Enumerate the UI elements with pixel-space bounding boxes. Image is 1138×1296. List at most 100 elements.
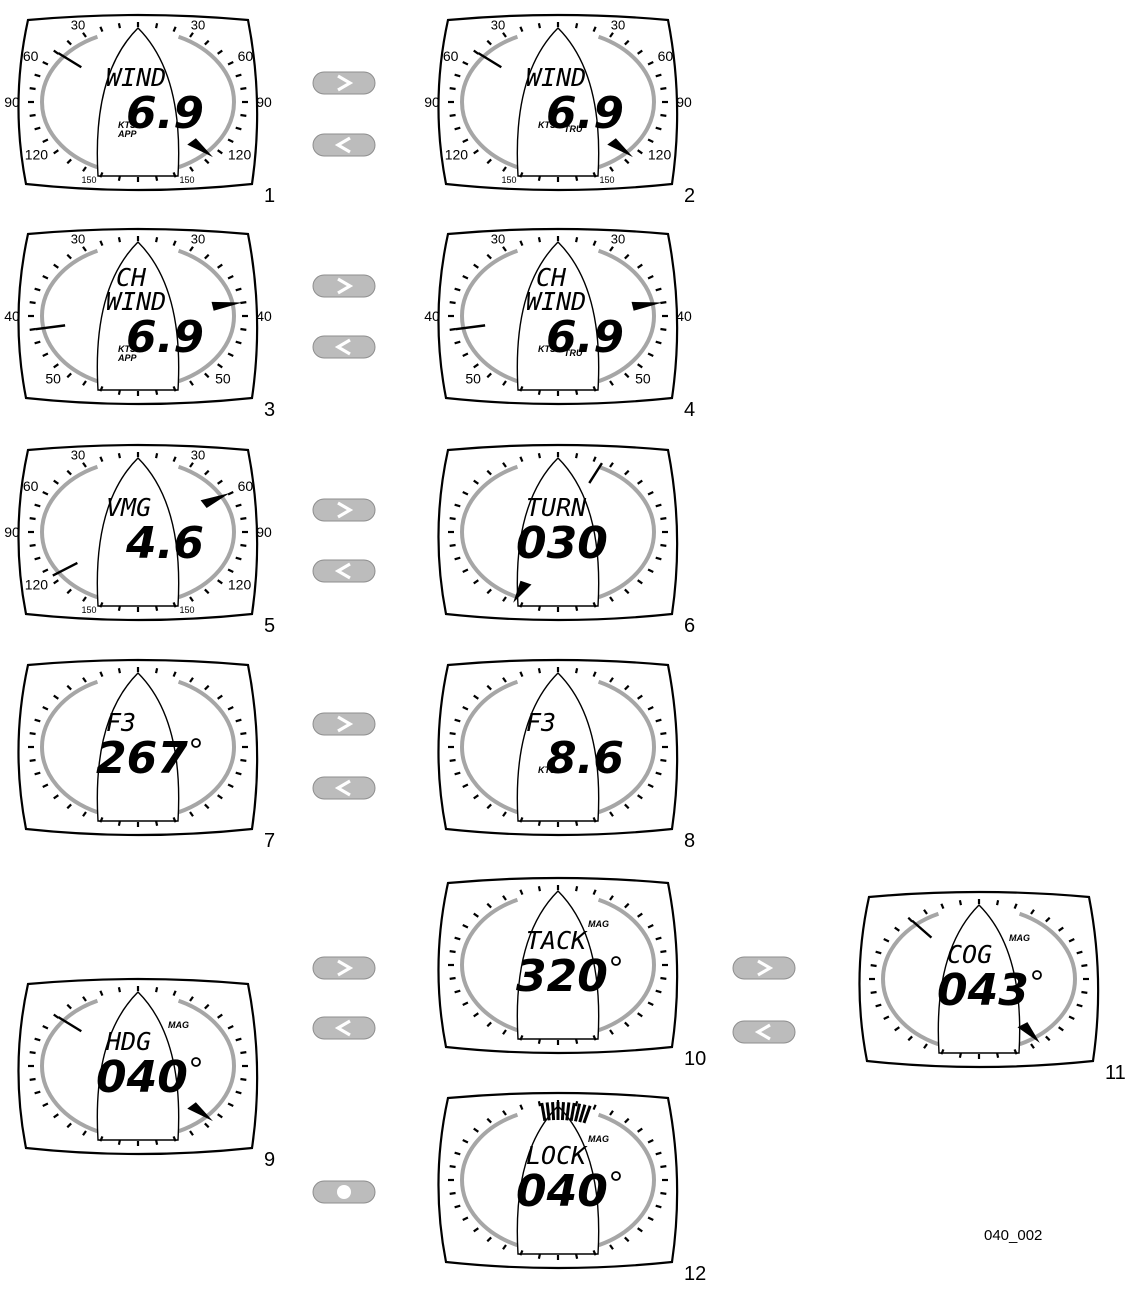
wind-needle <box>477 52 502 69</box>
wedge-needle <box>607 138 633 158</box>
panel-number: 6 <box>684 615 695 637</box>
tick-mark <box>240 758 247 762</box>
tick-mark <box>66 253 72 260</box>
tick-mark <box>537 236 542 243</box>
tick-mark <box>502 596 507 602</box>
tick-mark <box>34 556 41 561</box>
tick-mark <box>1076 950 1083 955</box>
prev-button[interactable] <box>312 776 376 800</box>
tick-mark <box>454 1204 461 1209</box>
tick-mark <box>172 240 177 246</box>
display-bezel <box>437 443 679 622</box>
tick-mark <box>609 380 614 386</box>
scale-number: 50 <box>215 371 231 387</box>
tick-mark <box>624 803 630 810</box>
prev-button[interactable] <box>312 1016 376 1040</box>
mode-label: WIND <box>106 63 166 92</box>
next-button[interactable] <box>312 274 376 298</box>
tick-mark <box>235 771 242 776</box>
mode-label: HDG <box>105 1027 151 1056</box>
tick-mark <box>655 1151 662 1156</box>
next-button[interactable] <box>312 712 376 736</box>
tick-mark <box>449 327 456 331</box>
chevron-right-icon <box>337 959 354 977</box>
tick-mark <box>204 1122 210 1129</box>
gray-arc <box>460 34 519 170</box>
tick-mark <box>637 912 643 918</box>
tick-mark <box>217 263 223 269</box>
press-button[interactable] <box>312 1180 376 1204</box>
tick-mark <box>117 986 122 993</box>
value-readout: 6.9 <box>546 88 624 139</box>
tick-mark <box>655 989 662 994</box>
fan-segment <box>582 1105 592 1124</box>
chevron-left-icon <box>334 779 351 797</box>
tick-mark <box>486 158 492 165</box>
prev-button[interactable] <box>312 559 376 583</box>
scale-number: 90 <box>676 94 692 110</box>
value-readout: 040 <box>96 1052 188 1103</box>
tick-mark <box>99 240 104 246</box>
gray-arc <box>460 248 519 384</box>
tick-mark <box>624 158 630 165</box>
tick-mark <box>154 22 159 29</box>
tick-mark <box>655 340 662 345</box>
next-button[interactable] <box>312 71 376 95</box>
tick-mark <box>42 138 49 143</box>
tick-mark <box>99 456 104 462</box>
tick-mark <box>454 556 461 561</box>
scale-number: 60 <box>23 478 39 494</box>
boat-outline <box>516 890 600 1040</box>
tick-mark <box>537 452 542 459</box>
tick-mark <box>660 976 667 980</box>
tick-mark <box>204 39 210 46</box>
tick-ring <box>448 22 668 182</box>
tick-mark <box>624 253 630 260</box>
tick-mark <box>660 758 667 762</box>
tick-mark <box>660 732 667 736</box>
button-body <box>732 1020 796 1044</box>
tick-mark <box>449 758 456 762</box>
display-bezel <box>17 443 259 622</box>
next-button[interactable] <box>732 956 796 980</box>
tick-mark <box>1081 964 1088 968</box>
tick-mark <box>462 568 469 573</box>
tick-mark <box>637 149 643 155</box>
prev-button[interactable] <box>312 335 376 359</box>
tick-mark <box>454 936 461 941</box>
tick-mark <box>240 1077 247 1081</box>
tick-mark <box>462 783 469 788</box>
tick-mark <box>53 363 59 369</box>
tick-mark <box>647 491 654 496</box>
gray-arc <box>460 679 519 815</box>
tick-mark <box>82 246 87 252</box>
tick-mark <box>574 667 579 674</box>
gray-arc <box>881 911 940 1047</box>
tick-mark <box>609 1244 614 1250</box>
button-body <box>312 133 376 157</box>
tick-mark <box>462 275 469 280</box>
wind-needle <box>455 324 486 331</box>
gray-arc <box>177 464 236 600</box>
tick-mark <box>462 1001 469 1006</box>
tick-mark <box>172 671 177 677</box>
tick-mark <box>624 1021 630 1028</box>
prev-button[interactable] <box>732 1020 796 1044</box>
tick-mark <box>154 236 159 243</box>
next-button[interactable] <box>312 498 376 522</box>
wedge-needle <box>631 301 663 311</box>
tick-mark <box>609 677 614 683</box>
tick-mark <box>204 588 210 595</box>
mode-label: F3 <box>106 708 136 737</box>
tick-mark <box>34 340 41 345</box>
scale-number: 120 <box>25 577 49 593</box>
mode-label: VMG <box>106 493 151 522</box>
tick-mark <box>1068 1015 1075 1020</box>
next-button[interactable] <box>312 956 376 980</box>
prev-button[interactable] <box>312 133 376 157</box>
tick-mark <box>217 149 223 155</box>
tick-mark <box>227 138 234 143</box>
gray-arc <box>597 679 656 815</box>
